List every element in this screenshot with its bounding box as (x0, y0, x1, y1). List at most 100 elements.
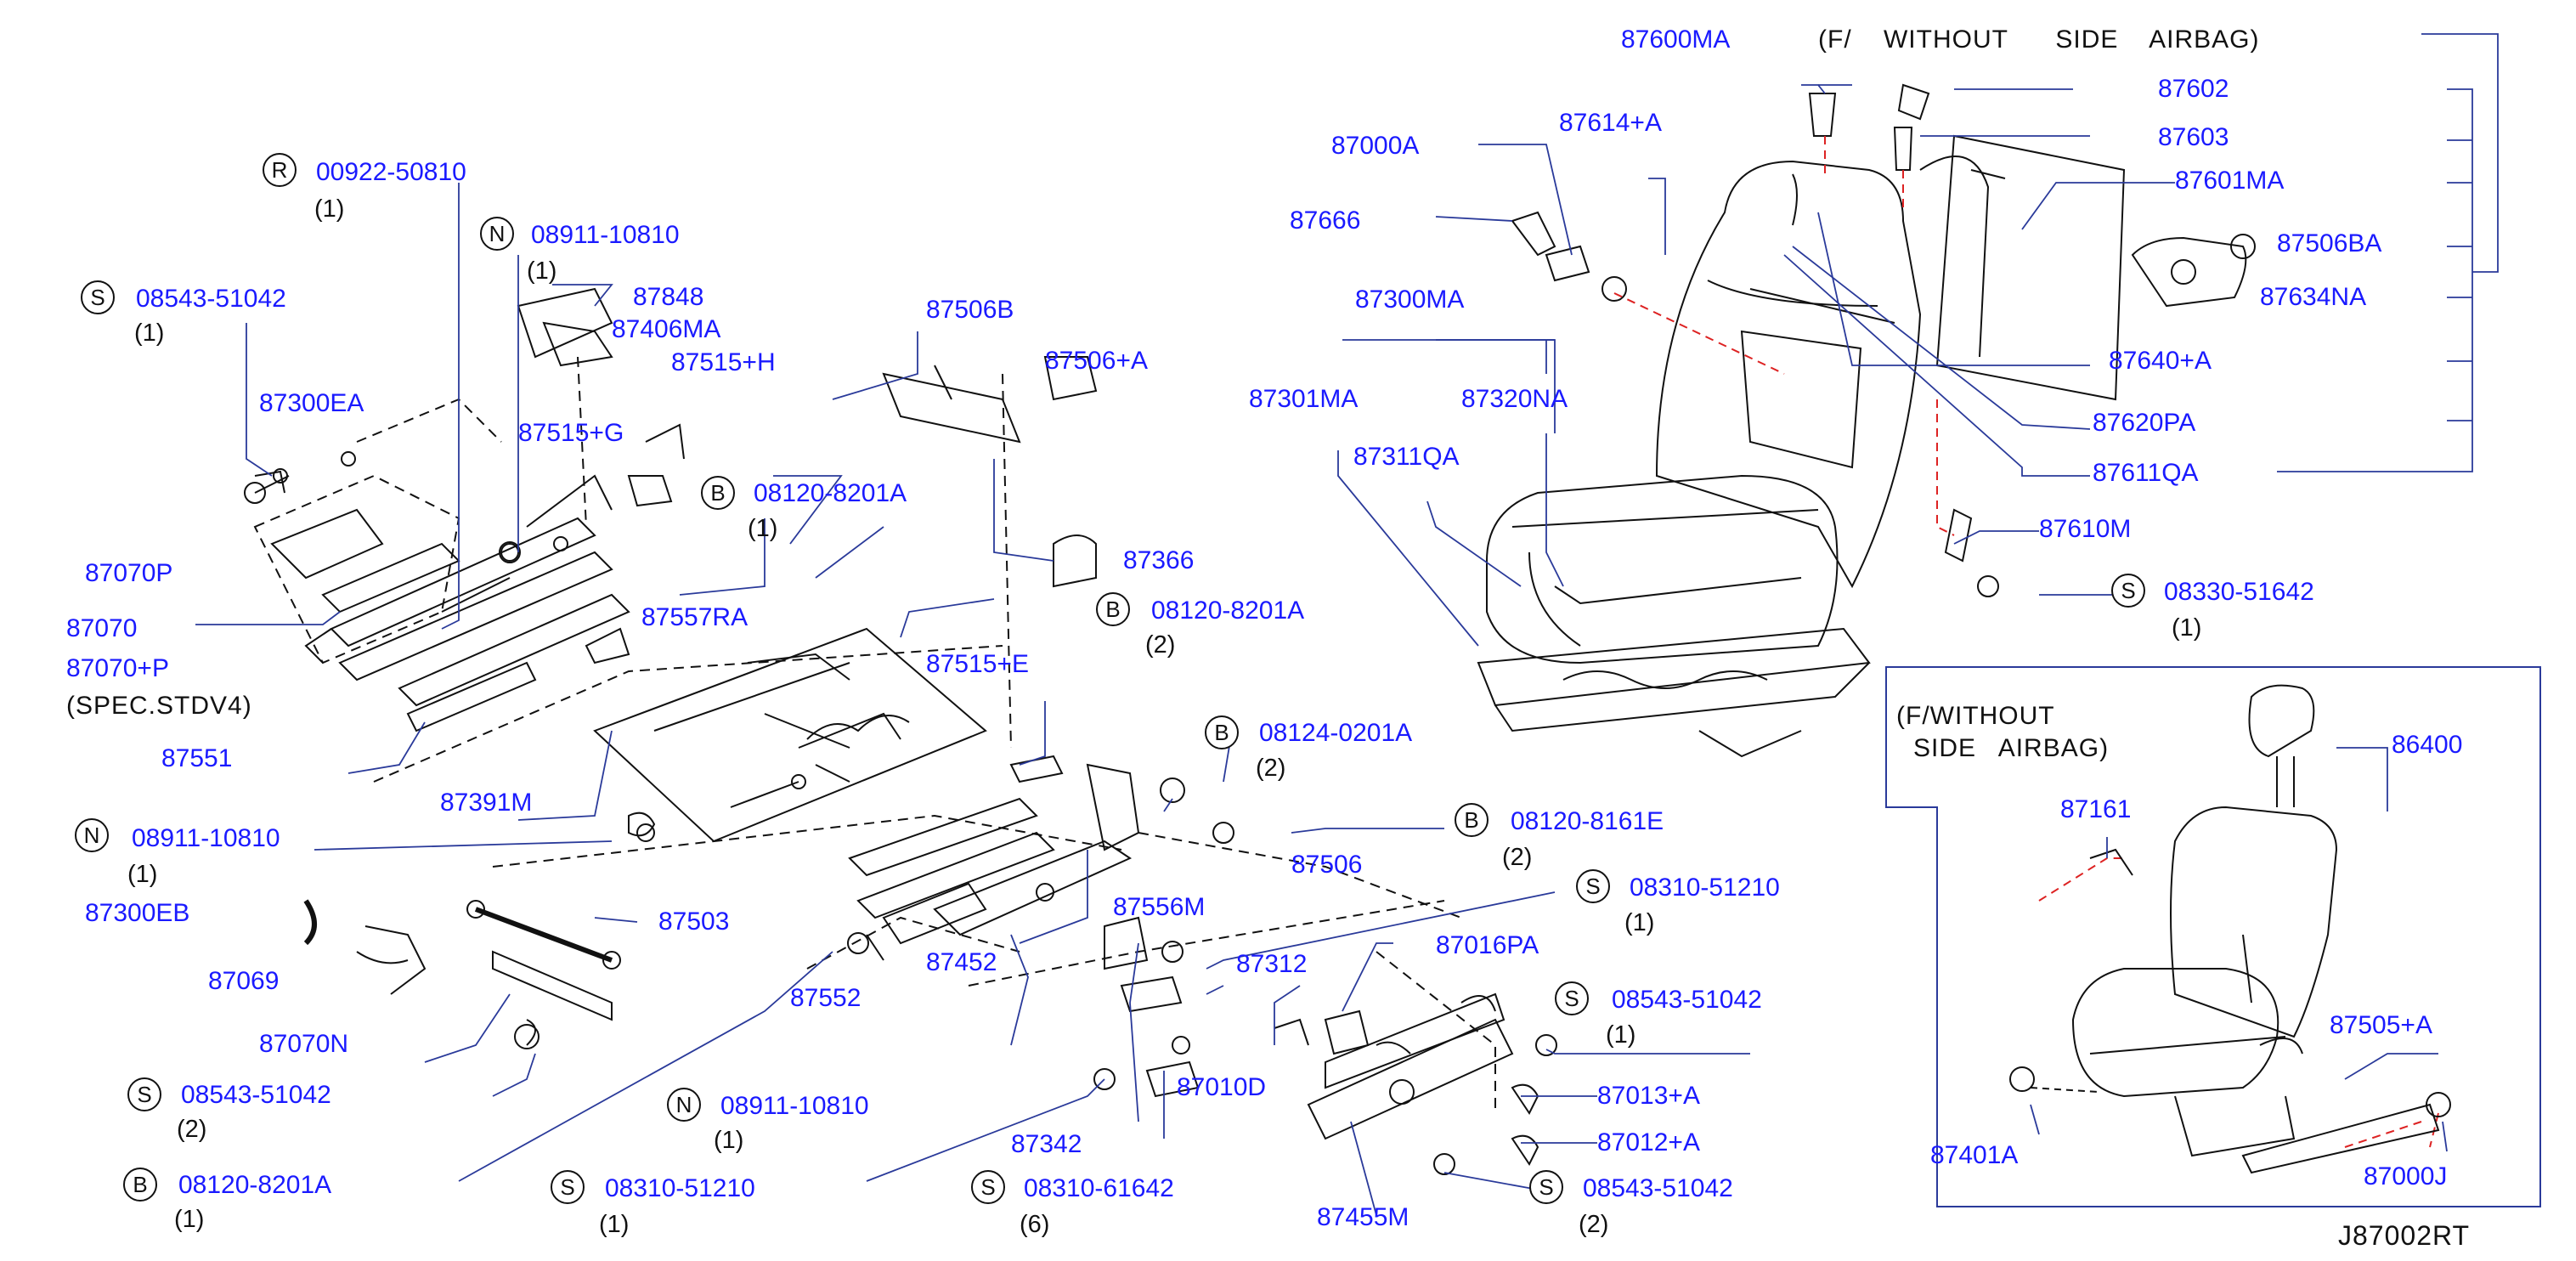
part-08120-8201a-bottom[interactable]: 08120-8201A (178, 1171, 332, 1199)
part-00922-50810[interactable]: 00922-50810 (316, 158, 466, 186)
part-87070n[interactable]: 87070N (259, 1030, 349, 1058)
part-08120-8161e[interactable]: 08120-8161E (1511, 807, 1664, 835)
symbol-n: N (667, 1088, 701, 1122)
part-87506[interactable]: 87506 (1291, 851, 1363, 879)
part-87301ma[interactable]: 87301MA (1249, 385, 1359, 413)
qty-00922-50810: (1) (314, 195, 345, 223)
part-87311qa[interactable]: 87311QA (1353, 443, 1460, 471)
part-87620pa[interactable]: 87620PA (2093, 409, 2196, 437)
part-87012a[interactable]: 87012+A (1597, 1128, 1700, 1156)
qty-08543-51042-bottom-left: (2) (177, 1116, 207, 1143)
part-08310-61642[interactable]: 08310-61642 (1024, 1174, 1174, 1202)
symbol-r: R (263, 153, 297, 187)
part-87515h[interactable]: 87515+H (671, 348, 776, 376)
top-note-without-side-airbag: (F/ WITHOUT SIDE AIRBAG) (1818, 25, 2260, 54)
part-87070-plus-p[interactable]: 87070+P (66, 654, 169, 682)
part-08310-51210-right[interactable]: 08310-51210 (1630, 874, 1780, 902)
part-87391m[interactable]: 87391M (440, 789, 533, 817)
part-87161[interactable]: 87161 (2060, 795, 2132, 823)
symbol-b: B (1205, 715, 1239, 749)
qty-08543-51042-top: (1) (134, 319, 165, 347)
part-87000a[interactable]: 87000A (1331, 132, 1420, 160)
inset-note-line2: SIDE AIRBAG) (1913, 734, 2110, 762)
symbol-n: N (480, 217, 514, 251)
part-86400[interactable]: 86400 (2392, 731, 2463, 759)
symbol-s: S (2111, 574, 2145, 608)
part-87848[interactable]: 87848 (633, 283, 704, 311)
symbol-b: B (1096, 592, 1130, 626)
part-87070[interactable]: 87070 (66, 614, 138, 642)
part-87503[interactable]: 87503 (658, 908, 730, 936)
part-87515g[interactable]: 87515+G (518, 419, 624, 447)
part-87506b[interactable]: 87506B (926, 296, 1014, 324)
part-08911-10810-top[interactable]: 08911-10810 (531, 221, 680, 249)
part-08330-51642[interactable]: 08330-51642 (2164, 578, 2314, 606)
part-08124-0201a[interactable]: 08124-0201A (1259, 719, 1413, 747)
part-87557ra[interactable]: 87557RA (641, 603, 749, 631)
part-87551[interactable]: 87551 (161, 744, 233, 772)
qty-08310-51210-right: (1) (1624, 909, 1655, 936)
part-87506a[interactable]: 87506+A (1045, 347, 1148, 375)
diagram-code: J87002RT (2338, 1220, 2471, 1251)
part-87610m[interactable]: 87610M (2039, 515, 2132, 543)
part-87070p[interactable]: 87070P (85, 559, 173, 587)
part-87455m[interactable]: 87455M (1317, 1203, 1409, 1231)
part-87300ma[interactable]: 87300MA (1355, 286, 1465, 314)
part-87602[interactable]: 87602 (2158, 75, 2229, 103)
part-08911-10810-bottom[interactable]: 08911-10810 (720, 1092, 869, 1120)
part-87010d[interactable]: 87010D (1177, 1073, 1267, 1101)
qty-08911-10810-bottom: (1) (714, 1127, 744, 1154)
symbol-s: S (551, 1170, 585, 1204)
part-87600ma[interactable]: 87600MA (1621, 25, 1731, 54)
qty-08310-61642: (6) (1020, 1211, 1050, 1238)
part-87013a[interactable]: 87013+A (1597, 1082, 1700, 1110)
spec-note: (SPEC.STDV4) (66, 692, 252, 720)
part-87640a[interactable]: 87640+A (2109, 347, 2212, 375)
part-87515e[interactable]: 87515+E (926, 650, 1029, 678)
part-87300eb[interactable]: 87300EB (85, 899, 190, 927)
part-87312[interactable]: 87312 (1236, 950, 1308, 978)
part-87634na[interactable]: 87634NA (2260, 283, 2367, 311)
part-87556m[interactable]: 87556M (1113, 893, 1206, 921)
part-87069[interactable]: 87069 (208, 967, 280, 995)
part-87505a[interactable]: 87505+A (2330, 1011, 2432, 1039)
symbol-b: B (123, 1168, 157, 1202)
part-87601ma[interactable]: 87601MA (2175, 167, 2285, 195)
part-87406ma[interactable]: 87406MA (612, 315, 721, 343)
symbol-s: S (971, 1170, 1005, 1204)
part-87614a[interactable]: 87614+A (1559, 109, 1662, 137)
inset-note-line1: (F/WITHOUT (1896, 702, 2055, 730)
qty-08120-8201a-center: (2) (1145, 631, 1176, 659)
part-87000j[interactable]: 87000J (2364, 1162, 2448, 1190)
part-87300ea[interactable]: 87300EA (259, 389, 364, 417)
symbol-s: S (81, 280, 115, 314)
part-87320na[interactable]: 87320NA (1461, 385, 1568, 413)
part-08120-8201a-left[interactable]: 08120-8201A (754, 479, 907, 507)
symbol-b: B (1455, 803, 1489, 837)
qty-08310-51210-bottom: (1) (599, 1211, 630, 1238)
symbol-s: S (1555, 981, 1589, 1015)
part-87611qa[interactable]: 87611QA (2093, 459, 2199, 487)
part-87452[interactable]: 87452 (926, 948, 997, 976)
part-87666[interactable]: 87666 (1290, 206, 1361, 235)
part-87401a[interactable]: 87401A (1930, 1141, 2019, 1169)
qty-08911-10810-top: (1) (527, 257, 557, 285)
part-87016pa[interactable]: 87016PA (1436, 931, 1539, 959)
part-87552[interactable]: 87552 (790, 984, 861, 1012)
part-08543-51042-right[interactable]: 08543-51042 (1612, 986, 1762, 1014)
part-87506ba[interactable]: 87506BA (2277, 229, 2382, 257)
qty-08543-51042-bottom-right: (2) (1579, 1211, 1609, 1238)
part-87366[interactable]: 87366 (1123, 546, 1195, 574)
part-08543-51042-bottom-left[interactable]: 08543-51042 (181, 1081, 331, 1109)
symbol-n: N (75, 818, 109, 852)
part-08543-51042-bottom-right[interactable]: 08543-51042 (1583, 1174, 1733, 1202)
part-08543-51042-top[interactable]: 08543-51042 (136, 285, 286, 313)
part-87342[interactable]: 87342 (1011, 1130, 1082, 1158)
symbol-s: S (1529, 1170, 1563, 1204)
part-08911-10810-left[interactable]: 08911-10810 (132, 824, 280, 852)
symbol-s: S (127, 1077, 161, 1111)
part-08120-8201a-center[interactable]: 08120-8201A (1151, 597, 1305, 625)
part-08310-51210-bottom[interactable]: 08310-51210 (605, 1174, 755, 1202)
part-87603[interactable]: 87603 (2158, 123, 2229, 151)
